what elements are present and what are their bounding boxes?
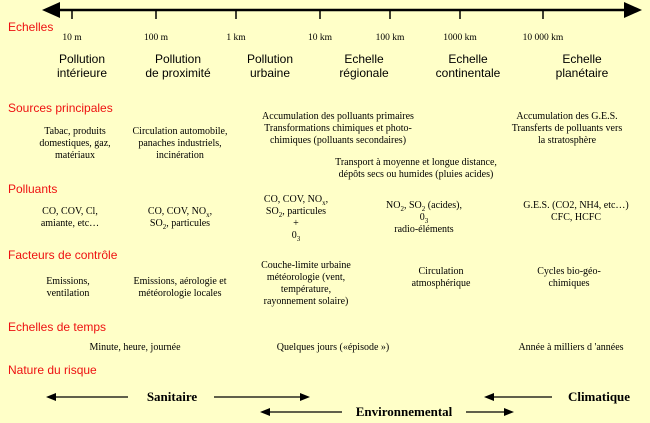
facteurs-interieure: Emissions,ventilation: [46, 276, 90, 299]
tick-label: 100 m: [143, 33, 168, 43]
sources-proximite: Circulation automobile,panaches industri…: [132, 126, 228, 161]
sources-planetaire: Accumulation des G.E.S.Transferts de pol…: [511, 111, 623, 146]
polluants-planetaire: G.E.S. (CO2, NH4, etc…)CFC, HCFC: [523, 200, 629, 223]
sources-transport: Transport à moyenne et longue distance,d…: [335, 157, 497, 180]
temps-episode: Quelques jours («épisode »): [276, 342, 390, 353]
risque-environnemental: Environnemental: [355, 404, 453, 419]
header-temps: Echelles de temps: [8, 320, 107, 334]
tick-label: 1 km: [226, 33, 246, 43]
facteurs-planetaire: Cycles bio-géo-chimiques: [537, 266, 601, 289]
header-facteurs: Facteurs de contrôle: [8, 248, 118, 262]
tick-label: 10 m: [62, 33, 82, 43]
polluants-proximite: CO, COV, NOx, SO2, particules: [147, 206, 213, 231]
polluants-urbaine: CO, COV, NOx, SO2, particules + 03: [263, 194, 329, 243]
scale-axis: [42, 2, 642, 18]
header-sources: Sources principales: [8, 101, 113, 115]
climatique-arrow: [484, 393, 552, 401]
temps-court: Minute, heure, journée: [89, 342, 181, 353]
polluants-regionale: NO2, SO2 (acides), 03 radio-éléments: [386, 200, 462, 235]
header-polluants: Polluants: [8, 182, 58, 196]
scale-ticks: [71, 10, 544, 19]
header-risque: Nature du risque: [8, 363, 97, 377]
tick-label: 10 km: [307, 33, 332, 43]
tick-label: 10 000 km: [522, 33, 564, 43]
risque-sanitaire: Sanitaire: [146, 389, 198, 404]
temps-long: Année à milliers d 'années: [518, 342, 624, 353]
tick-label: 100 km: [375, 33, 405, 43]
polluants-interieure: CO, COV, Cl,amiante, etc…: [40, 206, 100, 229]
header-echelles: Echelles: [8, 20, 54, 34]
sanitaire-arrow: [46, 393, 310, 401]
risque-climatique: Climatique: [567, 389, 631, 404]
environnemental-arrow: [260, 408, 514, 416]
tick-label: 1000 km: [443, 33, 477, 43]
